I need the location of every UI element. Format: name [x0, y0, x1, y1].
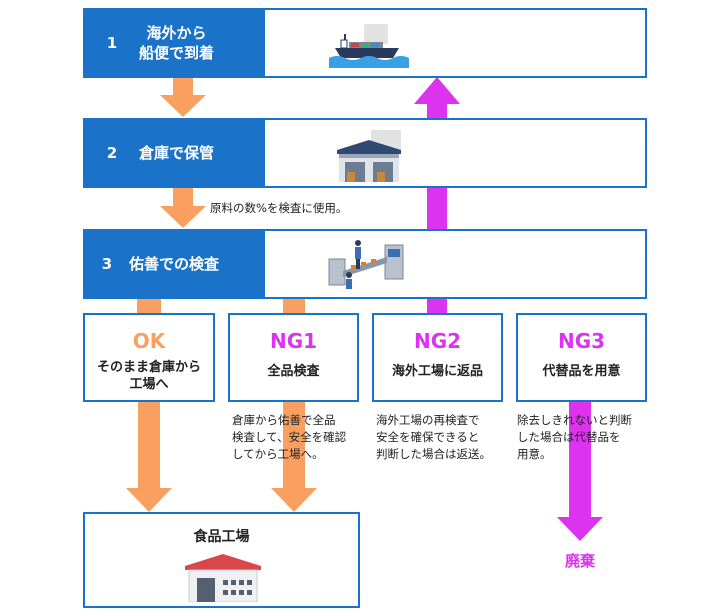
note-ng3-line1: 除去しきれないと判断 — [517, 413, 632, 427]
step-3-label: 3 佑善での検査 — [85, 231, 265, 297]
step-2-label: 2 倉庫で保管 — [85, 120, 265, 186]
step-2-title: 倉庫で保管 — [139, 144, 215, 162]
step-2-number: 2 — [106, 144, 118, 162]
step-3-number: 3 — [101, 255, 113, 273]
note-ng1-line1: 倉庫から佑善で全品 — [232, 413, 336, 427]
inspection-machine-icon — [325, 237, 407, 295]
note-ng3-line2: した場合は代替品を — [517, 430, 621, 444]
step-1-title-line2: 船便で到着 — [139, 44, 215, 62]
step-1-label: 1 海外から 船便で到着 — [85, 10, 265, 76]
note-ng1: 倉庫から佑善で全品 検査して、安全を確認 してから工場へ。 — [232, 412, 362, 463]
outcome-ok-box: OK そのまま倉庫から 工場へ — [83, 313, 215, 402]
connector-step3-ok — [137, 298, 161, 314]
note-ng2-line1: 海外工場の再検査で — [376, 413, 480, 427]
outcome-ok-head: OK — [132, 329, 166, 353]
warehouse-icon — [333, 128, 405, 184]
outcome-ng2-box: NG2 海外工場に返品 — [372, 313, 503, 402]
outcome-ok-sub-line2: 工場へ — [129, 377, 169, 392]
discard-label: 廃棄 — [564, 552, 595, 570]
outcome-ng3-head: NG3 — [557, 329, 606, 353]
note-ng3-line3: 用意。 — [517, 447, 552, 461]
step-1-number: 1 — [106, 34, 118, 52]
note-ng1-line2: 検査して、安全を確認 — [232, 430, 347, 444]
outcome-ng1-box: NG1 全品検査 — [228, 313, 359, 402]
outcome-ok-sub-line1: そのまま倉庫から — [96, 360, 201, 375]
note-ng2-line2: 安全を確保できると — [376, 430, 480, 444]
outcome-ng1-head: NG1 — [269, 329, 318, 353]
sampling-note: 原料の数%を検査に使用。 — [210, 201, 348, 215]
arrow-ng3-to-discard — [557, 401, 603, 541]
arrow-ng1-to-factory — [271, 401, 317, 512]
step-1-title-line1: 海外から — [146, 24, 207, 42]
step-3-box: 3 佑善での検査 — [83, 229, 647, 299]
step-2-box: 2 倉庫で保管 — [83, 118, 647, 188]
outcome-ok-sub: そのまま倉庫から 工場へ — [85, 359, 213, 393]
note-ng2: 海外工場の再検査で 安全を確保できると 判断した場合は返送。 — [376, 412, 506, 463]
food-factory-box: 食品工場 — [83, 512, 360, 608]
connector-step3-ng1 — [283, 298, 305, 314]
note-ng2-line3: 判断した場合は返送。 — [376, 447, 491, 461]
arrow-step1-to-step2 — [160, 77, 206, 117]
outcome-ng2-sub: 海外工場に返品 — [391, 364, 483, 379]
step-3-title: 佑善での検査 — [129, 255, 220, 273]
arrow-step2-to-step3 — [160, 188, 206, 228]
step-1-title: 海外から 船便で到着 — [139, 23, 214, 63]
cargo-ship-icon — [329, 22, 409, 68]
note-ng3: 除去しきれないと判断 した場合は代替品を 用意。 — [517, 412, 649, 463]
factory-icon — [183, 550, 263, 603]
outcome-ng2-head: NG2 — [413, 329, 462, 353]
outcome-ng3-box: NG3 代替品を用意 — [516, 313, 647, 402]
outcome-ng1-sub: 全品検査 — [267, 364, 320, 379]
step-1-box: 1 海外から 船便で到着 — [83, 8, 647, 78]
food-factory-label: 食品工場 — [193, 529, 250, 545]
outcome-ng3-sub: 代替品を用意 — [542, 364, 621, 379]
connector-step3-ng2 — [427, 298, 447, 314]
arrow-ok-to-factory — [126, 401, 172, 512]
note-ng1-line3: してから工場へ。 — [232, 447, 324, 461]
